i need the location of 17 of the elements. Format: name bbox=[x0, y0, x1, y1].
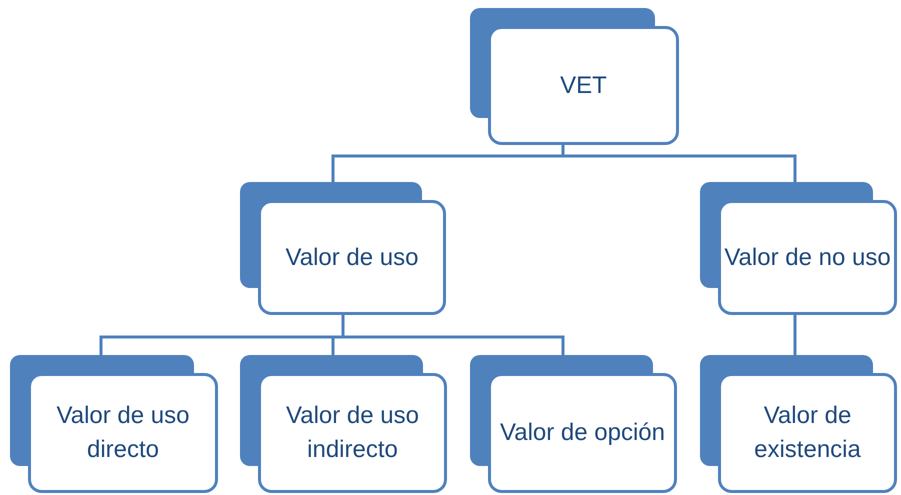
node-label: Valor de uso bbox=[286, 242, 418, 273]
stacked-card-box bbox=[700, 355, 897, 493]
connector-line bbox=[342, 315, 564, 355]
stacked-card-box bbox=[470, 355, 677, 493]
node-label: Valor de opción bbox=[500, 418, 665, 448]
node-label: Valor de no uso bbox=[724, 242, 891, 273]
node-label: Valor de uso directo bbox=[56, 401, 190, 465]
stacked-card-box bbox=[470, 8, 679, 145]
node-label: Valor de uso indirecto bbox=[285, 401, 420, 465]
node-label: Valor de existencia bbox=[753, 401, 862, 465]
stacked-card-box bbox=[240, 355, 447, 493]
stacked-card-box bbox=[700, 182, 897, 315]
stacked-card-box bbox=[10, 355, 218, 493]
connector-line bbox=[794, 315, 796, 355]
stacked-card-box bbox=[240, 182, 446, 315]
connector-line bbox=[562, 145, 796, 182]
node-label: VET bbox=[560, 70, 607, 101]
